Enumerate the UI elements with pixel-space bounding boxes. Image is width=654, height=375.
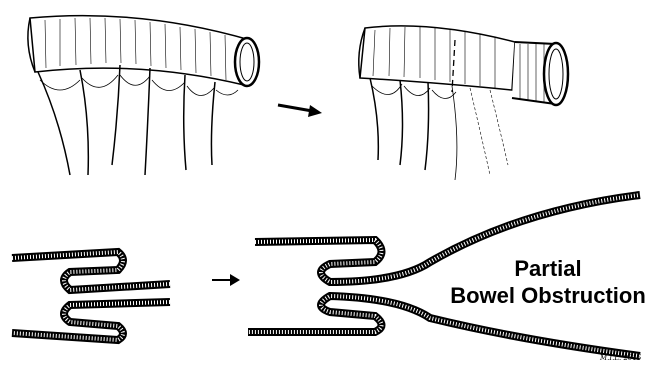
artist-signature: M.I.L. 2015 [600,354,641,362]
diagram-label-line-2: Bowel Obstruction [438,283,654,309]
diagram-label-line-1: Partial [438,256,654,282]
telescoped-bowel-segment [359,26,568,180]
normal-bowel-segment [28,16,259,175]
right-arrow-icon [212,274,240,286]
folded-bowel-diagram [12,252,170,340]
right-arrow-icon [278,105,322,117]
